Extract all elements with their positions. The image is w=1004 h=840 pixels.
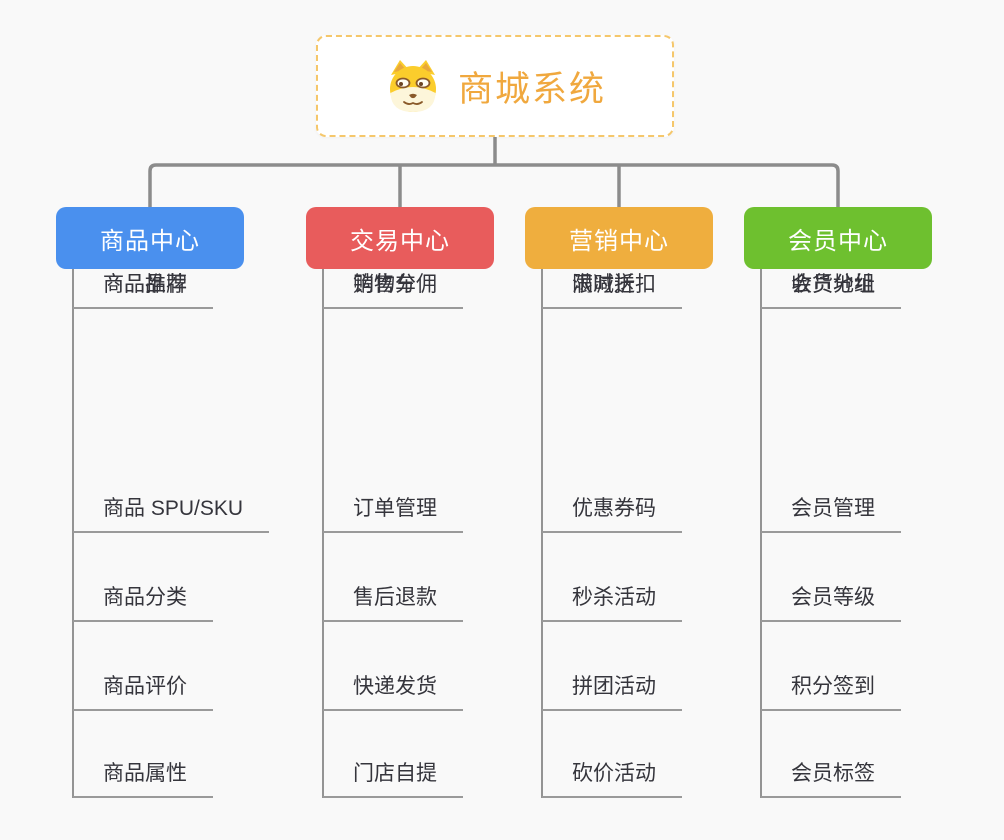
node-item[interactable]: 砍价活动 (542, 758, 682, 798)
node-item[interactable]: 秒杀活动 (542, 582, 682, 622)
root-title: 商城系统 (457, 69, 606, 109)
branch-spine (760, 269, 762, 798)
branch-header-marketing-center[interactable]: 营销中心 (525, 207, 713, 269)
doge-icon (389, 60, 436, 112)
node-item[interactable]: 拼团活动 (542, 671, 682, 711)
node-item[interactable]: 商品评价 (73, 671, 213, 711)
node-item[interactable]: 收货地址 (761, 269, 901, 309)
node-item[interactable]: 售后退款 (323, 582, 463, 622)
node-item[interactable]: 优惠券码 (542, 493, 682, 533)
node-item[interactable]: 会员管理 (761, 493, 901, 533)
node-item[interactable]: 订单管理 (323, 493, 463, 533)
node-item[interactable]: 会员标签 (761, 758, 901, 798)
node-item[interactable]: 商品品牌 (73, 269, 213, 309)
node-item[interactable]: 门店自提 (323, 758, 463, 798)
branch-spine (541, 269, 543, 798)
node-item[interactable]: 快递发货 (323, 671, 463, 711)
node-item[interactable]: 商品分类 (73, 582, 213, 622)
trunk-line (148, 163, 840, 208)
branch-member-center: 会员中心 会员管理 会员等级 积分签到 会员标签 会员分组 收货地址 (744, 207, 932, 807)
branch-header-product-center[interactable]: 商品中心 (56, 207, 244, 269)
node-item[interactable]: 积分签到 (761, 671, 901, 711)
branch-trade-center: 交易中心 订单管理 售后退款 快递发货 门店自提 购物车 销售分佣 (306, 207, 494, 807)
branch-header-member-center[interactable]: 会员中心 (744, 207, 932, 269)
node-item[interactable]: 会员等级 (761, 582, 901, 622)
branch-spine (322, 269, 324, 798)
node-item[interactable]: 商品属性 (73, 758, 213, 798)
branch-header-trade-center[interactable]: 交易中心 (306, 207, 494, 269)
node-item[interactable]: 满减送 (542, 269, 661, 309)
node-item[interactable]: 商品 SPU/SKU (73, 493, 270, 533)
root-node[interactable]: 商城系统 (316, 35, 674, 137)
branch-marketing-center: 营销中心 优惠券码 秒杀活动 拼团活动 砍价活动 限时折扣 满减送 (525, 207, 713, 807)
branch-spine (72, 269, 74, 798)
node-item[interactable]: 销售分佣 (323, 269, 463, 309)
branch-product-center: 商品中心 商品 SPU/SKU 商品分类 商品评价 商品属性 商品推荐 商品品牌 (56, 207, 270, 807)
